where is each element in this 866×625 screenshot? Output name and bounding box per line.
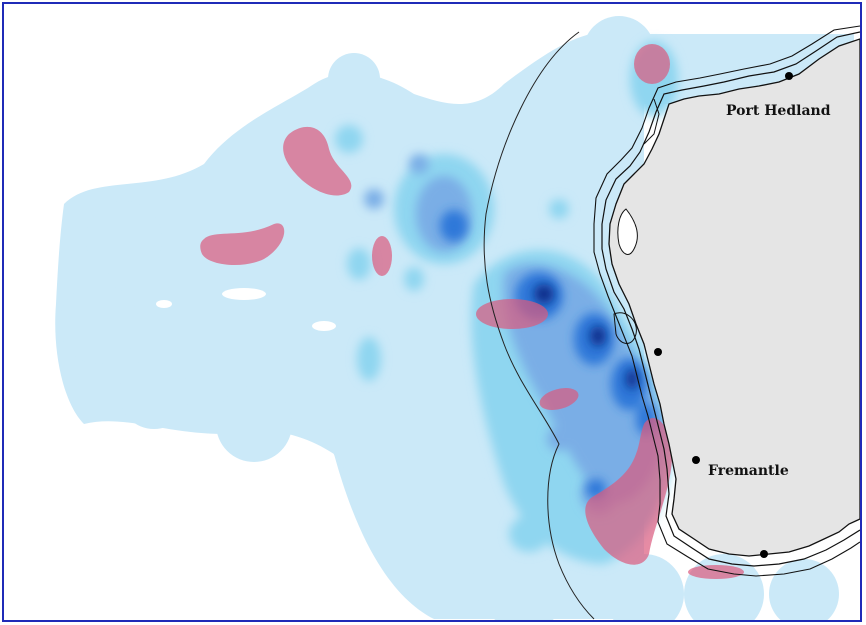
density-peak-region — [534, 284, 638, 389]
port-hedland-label: Port Hedland — [726, 103, 831, 119]
hotspot-regions — [200, 44, 744, 579]
fremantle-label: Fremantle — [708, 463, 789, 479]
boundary-line — [483, 31, 595, 620]
density-low-region — [55, 16, 854, 620]
town-marker-mid — [654, 348, 662, 356]
town-marker-south — [760, 550, 768, 558]
density-gaps — [156, 288, 336, 331]
density-map: Port Hedland Fremantle — [55, 16, 860, 620]
town-markers — [654, 72, 793, 558]
coastline — [593, 25, 860, 577]
port-hedland-marker — [785, 72, 793, 80]
fremantle-marker — [692, 456, 700, 464]
